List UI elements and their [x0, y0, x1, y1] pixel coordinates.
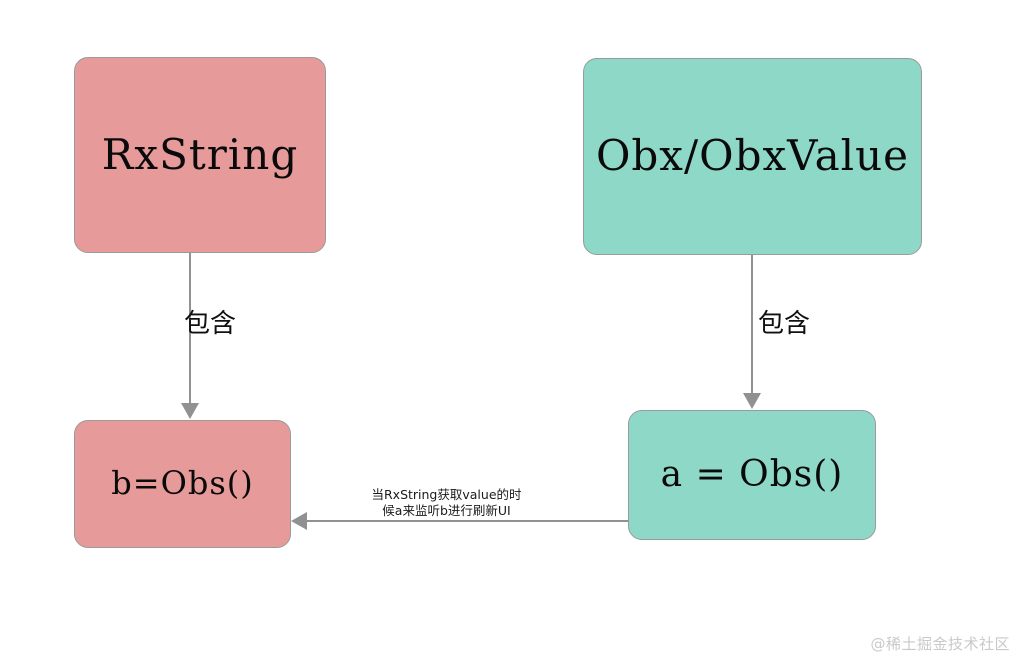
watermark: @稀土掘金技术社区: [870, 635, 1010, 653]
arrowhead-left-a-to-b: [291, 512, 307, 530]
node-rxstring[interactable]: RxString: [74, 57, 326, 253]
edge-line-rxstring-to-b: [189, 253, 191, 405]
edge-label-obx-to-a: 包含: [758, 309, 811, 339]
edge-line-a-to-b: [305, 520, 628, 522]
node-rxstring-label: RxString: [101, 129, 299, 179]
edge-label-a-to-b: 当RxString获取value的时候a来监听b进行刷新UI: [371, 487, 522, 518]
arrowhead-down-rxstring-to-b: [181, 403, 199, 419]
node-obx-obxvalue[interactable]: Obx/ObxValue: [583, 58, 922, 255]
node-a-obs-label: a = Obs(): [660, 454, 844, 496]
node-b-obs-label: b=Obs(): [111, 464, 254, 503]
node-obx-obxvalue-label: Obx/ObxValue: [595, 131, 909, 181]
edge-label-rxstring-to-b: 包含: [184, 309, 237, 339]
node-a-obs[interactable]: a = Obs(): [628, 410, 876, 540]
node-b-obs[interactable]: b=Obs(): [74, 420, 291, 548]
arrowhead-down-obx-to-a: [743, 393, 761, 409]
edge-line-obx-to-a: [751, 255, 753, 395]
